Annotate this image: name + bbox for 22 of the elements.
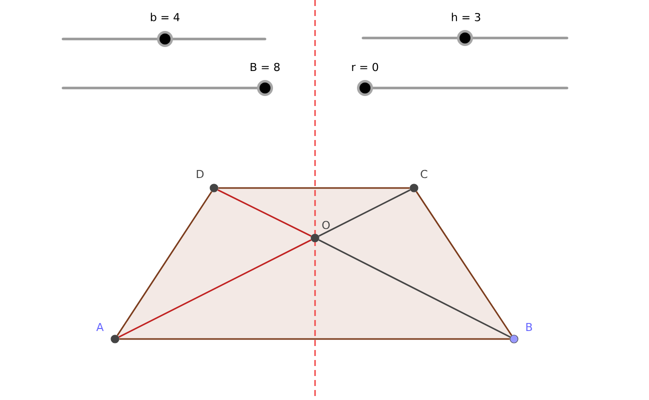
point xyxy=(410,184,418,192)
line-segment xyxy=(416,191,512,336)
line-segment xyxy=(218,187,410,189)
point-label: D xyxy=(196,170,204,178)
line-segment xyxy=(318,189,410,237)
slider-label: b = 4 xyxy=(150,12,180,22)
line-segment xyxy=(119,338,510,340)
line-segment xyxy=(118,239,312,338)
point xyxy=(210,184,218,192)
line-segment xyxy=(318,239,510,338)
slider-label: r = 0 xyxy=(352,62,378,72)
slider-label: h = 3 xyxy=(452,12,480,22)
line-segment xyxy=(218,189,312,237)
line-segment xyxy=(116,191,212,336)
point-label: O xyxy=(322,220,330,230)
point-label: A xyxy=(96,323,104,332)
point xyxy=(110,334,120,344)
point-label: C xyxy=(420,170,428,178)
point xyxy=(510,334,518,344)
point xyxy=(310,234,320,242)
slider-label: B = 8 xyxy=(250,62,280,72)
point-label: B xyxy=(526,323,532,332)
